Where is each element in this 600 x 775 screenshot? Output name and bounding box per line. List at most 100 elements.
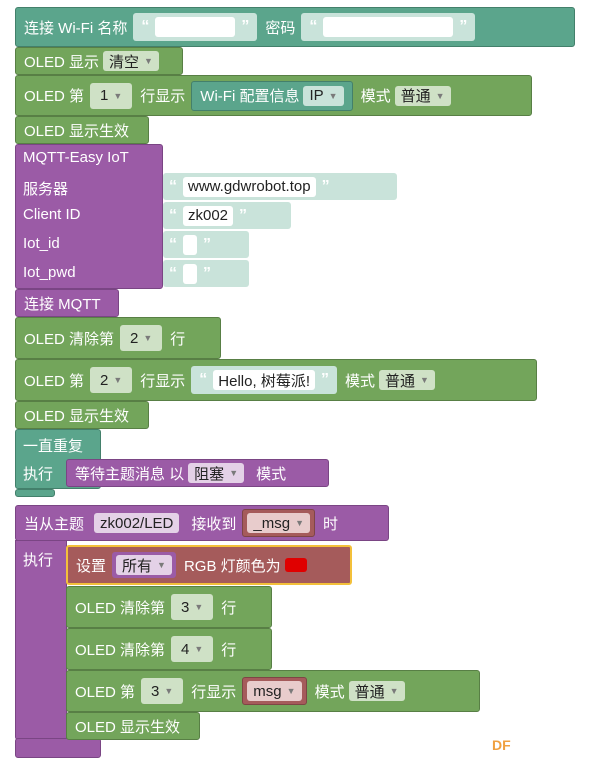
- password-field[interactable]: [323, 17, 454, 37]
- line3-slot[interactable]: 3▼: [141, 678, 184, 704]
- wait-label: 等待主题消息 以: [75, 465, 185, 483]
- line3-dropdown[interactable]: 3▼: [145, 681, 180, 701]
- line2-dropdown[interactable]: 2▼: [94, 370, 129, 390]
- mqtt-iot-pwd-label: Iot_pwd: [23, 264, 76, 281]
- rgb-color-swatch[interactable]: [284, 558, 307, 572]
- oled-show-block[interactable]: OLED 显示 清空▼: [15, 47, 183, 75]
- set-rgb-block[interactable]: 设置 所有▼ RGB 灯颜色为: [66, 545, 352, 585]
- line-number-slot[interactable]: 1▼: [90, 82, 133, 109]
- oled-show-option: 清空: [109, 53, 140, 71]
- close-quote-icon: ”: [459, 18, 468, 35]
- close-quote-icon: ”: [321, 177, 330, 195]
- oled-clear4-block[interactable]: OLED 清除第 4▼ 行: [66, 628, 272, 670]
- mqtt-block[interactable]: [15, 144, 163, 289]
- chevron-down-icon: ▼: [113, 375, 123, 385]
- wifi-info-option: IP: [309, 87, 324, 104]
- iot-id-slot[interactable]: “ ”: [163, 231, 249, 258]
- client-id-field[interactable]: zk002: [183, 205, 234, 226]
- chevron-down-icon: ▼: [420, 375, 429, 385]
- wifi-label: 连接 Wi-Fi 名称: [24, 19, 128, 37]
- oled-apply-block[interactable]: OLED 显示生效: [15, 116, 149, 144]
- wifi-info-dropdown[interactable]: IP▼: [303, 85, 344, 106]
- oled-apply3-block[interactable]: OLED 显示生效: [66, 712, 200, 740]
- mode-option: 普通: [385, 372, 416, 390]
- line-number-value: 1: [100, 87, 109, 104]
- ssid-slot[interactable]: “ ”: [133, 13, 258, 41]
- wifi-info-block[interactable]: Wi-Fi 配置信息 IP▼: [191, 80, 353, 111]
- chevron-down-icon: ▼: [143, 333, 153, 343]
- iot-id-field[interactable]: [183, 234, 197, 255]
- connect-mqtt-block[interactable]: 连接 MQTT: [15, 289, 119, 317]
- oled-clear2-block[interactable]: OLED 清除第 2▼ 行: [15, 317, 221, 359]
- watermark-logo: DF: [492, 737, 511, 753]
- clear2-slot[interactable]: 2▼: [120, 325, 163, 351]
- line2-value: 2: [100, 371, 109, 389]
- open-quote-icon: “: [169, 177, 177, 195]
- msg-block[interactable]: msg▼: [242, 677, 307, 705]
- chevron-down-icon: ▼: [194, 644, 204, 654]
- server-field[interactable]: www.gdwrobot.top: [183, 176, 316, 197]
- iot-pwd-field[interactable]: [183, 263, 197, 284]
- clear2-value: 2: [130, 329, 139, 347]
- wifi-info-label: Wi-Fi 配置信息: [200, 88, 300, 105]
- wait-suffix: 模式: [256, 465, 287, 483]
- wait-message-block[interactable]: 等待主题消息 以 阻塞▼ 模式: [66, 459, 329, 487]
- ssid-field[interactable]: [155, 17, 236, 37]
- oled-clear3-block[interactable]: OLED 清除第 3▼ 行: [66, 586, 272, 628]
- mode-dropdown[interactable]: 普通▼: [394, 85, 451, 106]
- mqtt-iot-id-label: Iot_id: [23, 235, 60, 252]
- wait-mode-dropdown[interactable]: 阻塞▼: [188, 463, 245, 483]
- mode-label: 模式: [344, 372, 375, 390]
- mode-label: 模式: [314, 683, 345, 701]
- wifi-connect-block[interactable]: 连接 Wi-Fi 名称 “ ” 密码 “ ”: [15, 7, 575, 47]
- open-quote-icon: “: [199, 371, 208, 388]
- mode-dropdown[interactable]: 普通 ▼: [379, 370, 435, 390]
- oled-apply2-label: OLED 显示生效: [24, 407, 130, 425]
- forever-label: 一直重复: [23, 438, 84, 455]
- close-quote-icon: ”: [241, 18, 250, 35]
- clear3-slot[interactable]: 3▼: [171, 594, 214, 620]
- oled-line2-block[interactable]: OLED 第 2▼ 行显示 “ Hello, 树莓派! ” 模式 普通▼: [15, 359, 537, 401]
- open-quote-icon: “: [169, 206, 177, 224]
- chevron-down-icon: ▼: [164, 686, 174, 696]
- clear3-dropdown[interactable]: 3▼: [175, 597, 210, 617]
- forever-do-label: 执行: [23, 466, 54, 483]
- connect-mqtt-label: 连接 MQTT: [24, 295, 101, 313]
- msg-var-block[interactable]: _msg▼: [242, 509, 316, 537]
- password-slot[interactable]: “ ”: [301, 13, 476, 41]
- chevron-down-icon: ▼: [113, 90, 123, 101]
- on-topic-block[interactable]: 当从主题 zk002/LED 接收到 _msg▼ 时: [15, 505, 389, 541]
- oled-apply2-block[interactable]: OLED 显示生效: [15, 401, 149, 429]
- chevron-down-icon: ▼: [144, 56, 153, 66]
- oled-apply-label: OLED 显示生效: [24, 122, 130, 140]
- topic-field[interactable]: zk002/LED: [94, 513, 180, 533]
- msg-dropdown[interactable]: msg▼: [247, 681, 302, 701]
- client-id-slot[interactable]: “ zk002 ”: [163, 202, 291, 229]
- msg-var-dropdown[interactable]: _msg▼: [247, 513, 311, 533]
- rgb-target-dropdown[interactable]: 所有▼: [116, 555, 172, 575]
- oled-clear4-prefix: OLED 清除第: [75, 641, 166, 659]
- hello-text-slot[interactable]: “ Hello, 树莓派! ”: [191, 366, 337, 394]
- oled-line1-block[interactable]: OLED 第 1▼ 行显示 Wi-Fi 配置信息 IP▼ 模式 普通▼: [15, 75, 532, 116]
- iot-pwd-slot[interactable]: “ ”: [163, 260, 249, 287]
- oled-clear4-suffix: 行: [221, 641, 237, 659]
- on-topic-mid: 接收到: [191, 515, 237, 533]
- oled-clear3-prefix: OLED 清除第: [75, 599, 166, 617]
- close-quote-icon: ”: [203, 264, 211, 282]
- chevron-down-icon: ▼: [229, 468, 239, 478]
- oled-line3-block[interactable]: OLED 第 3▼ 行显示 msg▼ 模式 普通▼: [66, 670, 480, 712]
- clear4-dropdown[interactable]: 4▼: [175, 639, 210, 659]
- clear2-dropdown[interactable]: 2▼: [124, 328, 159, 348]
- chevron-down-icon: ▼: [389, 686, 399, 696]
- close-quote-icon: ”: [239, 206, 248, 224]
- line-number-dropdown[interactable]: 1▼: [94, 85, 129, 106]
- line2-slot[interactable]: 2▼: [90, 367, 133, 393]
- clear4-slot[interactable]: 4▼: [171, 636, 214, 662]
- server-slot[interactable]: “ www.gdwrobot.top ”: [163, 173, 397, 200]
- mqtt-server-label: 服务器: [23, 181, 69, 198]
- mode-dropdown[interactable]: 普通▼: [348, 681, 405, 701]
- rgb-target-slot[interactable]: 所有▼: [112, 552, 176, 578]
- open-quote-icon: “: [169, 235, 177, 253]
- oled-show-dropdown[interactable]: 清空 ▼: [103, 51, 159, 71]
- hello-text-field[interactable]: Hello, 树莓派!: [213, 370, 315, 390]
